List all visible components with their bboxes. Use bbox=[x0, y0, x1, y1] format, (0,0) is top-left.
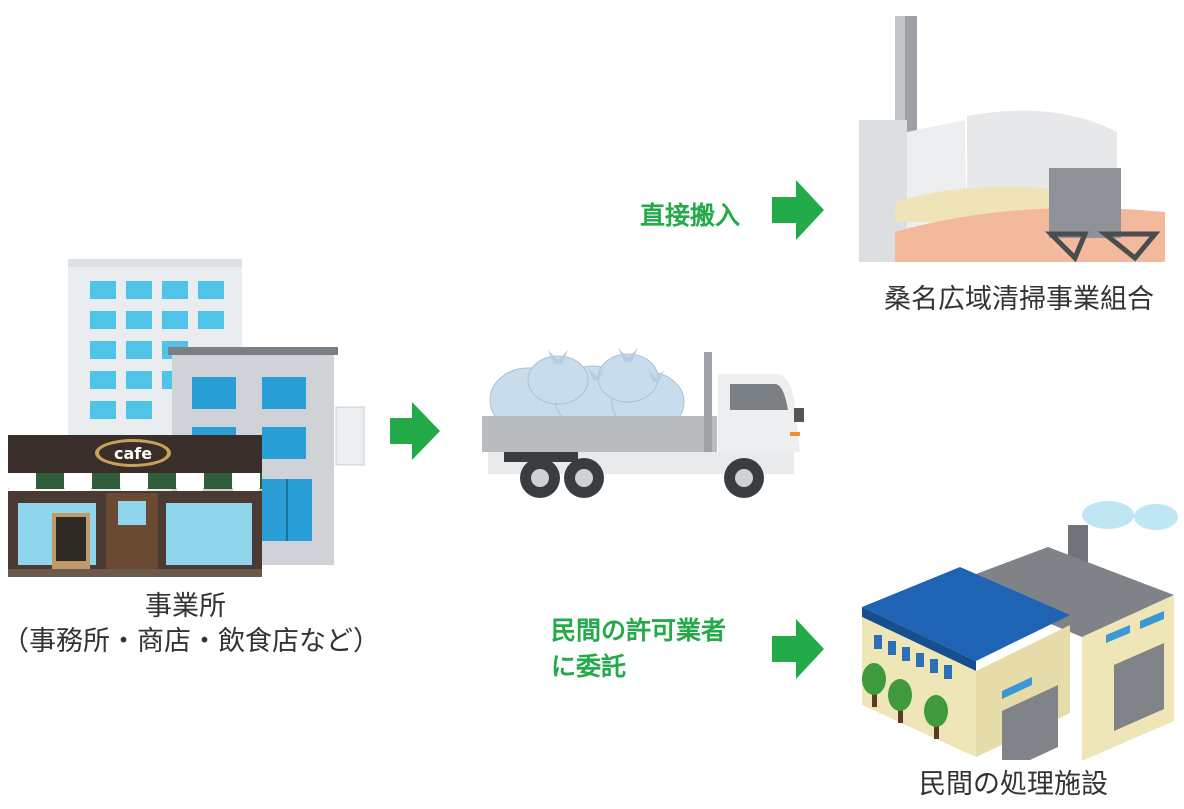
direct-delivery-label: 直接搬入 bbox=[640, 201, 741, 230]
lower-destination-name: 民間の処理施設 bbox=[919, 769, 1108, 800]
source-title: 事業所 bbox=[145, 591, 226, 622]
private-facility-illustration bbox=[852, 495, 1182, 760]
licensed-contractor-label-line2: に委託 bbox=[551, 652, 627, 681]
flow-arrow-direct-delivery bbox=[772, 180, 824, 240]
licensed-contractor-label-line1: 民間の許可業者 bbox=[551, 616, 727, 645]
office-building-illustration: cafe bbox=[0, 255, 370, 585]
source-subtitle: （事務所・商店・飲食店など） bbox=[2, 626, 380, 657]
flow-arrow-licensed-contractor bbox=[772, 619, 824, 679]
garbage-truck-illustration bbox=[478, 340, 813, 505]
upper-destination-name: 桑名広域清掃事業組合 bbox=[884, 284, 1154, 315]
flow-arrow-to-truck bbox=[390, 402, 440, 460]
cafe-sign-text: cafe bbox=[114, 444, 152, 463]
incineration-plant-illustration bbox=[855, 12, 1175, 267]
